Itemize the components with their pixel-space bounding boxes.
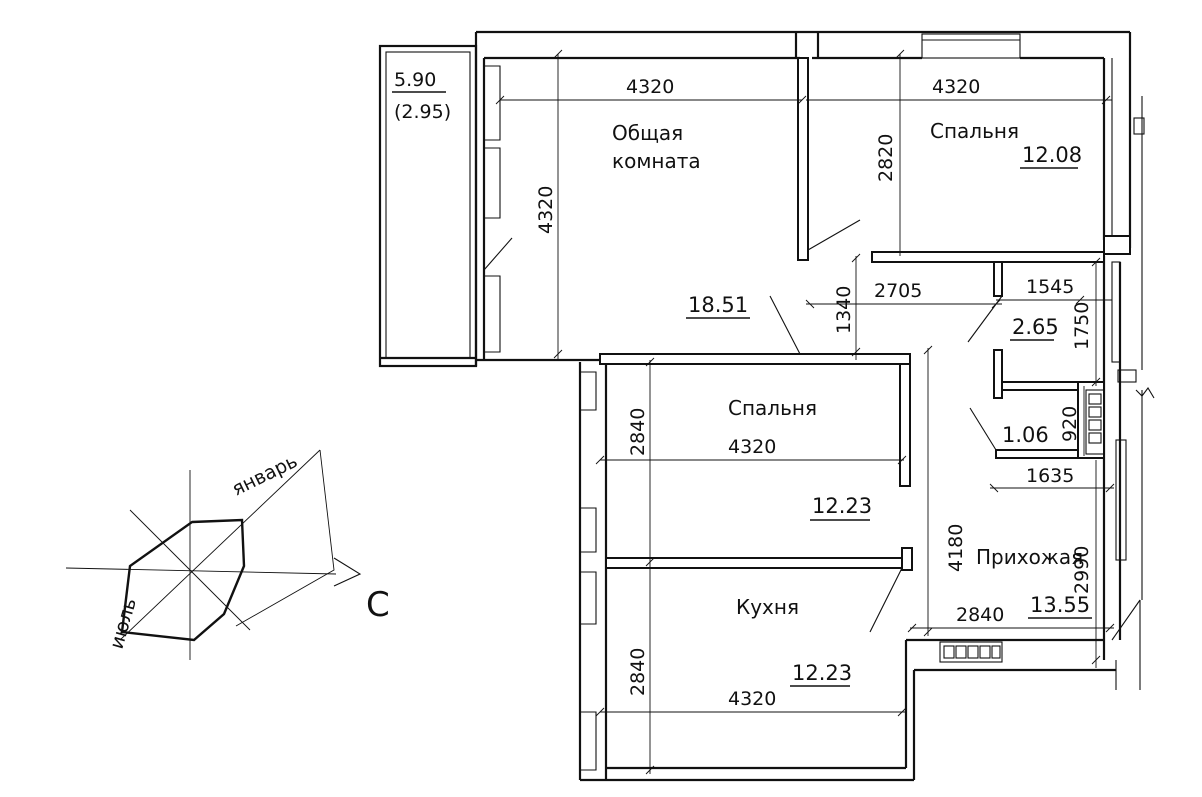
dimension-lines [495,49,1115,775]
wind-rose-north-label: С [366,585,390,625]
interior-walls [476,57,1105,663]
room-labels: Общая комната 18.51 Спальня 12.08 Спальн… [612,119,1092,687]
dim-wc-width: 1635 [1026,465,1074,487]
bedroom2-name: Спальня [728,396,817,420]
bedroom1-area: 12.08 [1022,143,1082,167]
outer-walls [474,30,1155,782]
dimension-labels: 4320 4320 4320 2820 1340 2705 1545 1750 … [535,76,1093,710]
kitchen-area: 12.23 [792,661,852,685]
balcony: 5.90 (2.95) [378,44,478,368]
hall-name: Прихожая [976,545,1083,569]
dim-kitchen-depth: 2840 [627,648,649,696]
dim-living-depth: 4320 [535,186,557,234]
dim-hall-width: 2840 [956,604,1004,626]
wind-rose-january-label: январь [229,450,302,500]
dim-hall-depth: 4180 [945,524,967,572]
hall-area: 13.55 [1030,593,1090,617]
bedroom1-name: Спальня [930,119,1019,143]
kitchen-name: Кухня [736,595,799,619]
bedroom2-area: 12.23 [812,494,872,518]
dim-hall-depth2: 2990 [1071,546,1093,594]
dim-bath-depth: 1750 [1071,302,1093,350]
dim-bath-width: 1545 [1026,276,1074,298]
living-name-line1: Общая [612,121,683,145]
dim-living-width: 4320 [626,76,674,98]
balcony-area-reduced: (2.95) [394,101,451,123]
dim-bedroom2-depth: 2840 [627,408,649,456]
living-area: 18.51 [688,293,748,317]
balcony-area: 5.90 [394,69,436,91]
wind-rose-july-label: июль [106,596,141,652]
wind-rose: январь июль С [65,449,390,660]
living-name-line2: комната [612,149,701,173]
dim-wc-depth: 920 [1059,406,1081,442]
dim-bedroom1-depth: 2820 [875,134,897,182]
bath-area: 2.65 [1012,315,1059,339]
wc-area: 1.06 [1002,423,1049,447]
dim-kitchen-width: 4320 [728,688,776,710]
dim-bedroom1-width: 4320 [932,76,980,98]
dim-bedroom2-width: 4320 [728,436,776,458]
dim-corridor-depth: 1340 [833,286,855,334]
dim-corridor-width: 2705 [874,280,922,302]
